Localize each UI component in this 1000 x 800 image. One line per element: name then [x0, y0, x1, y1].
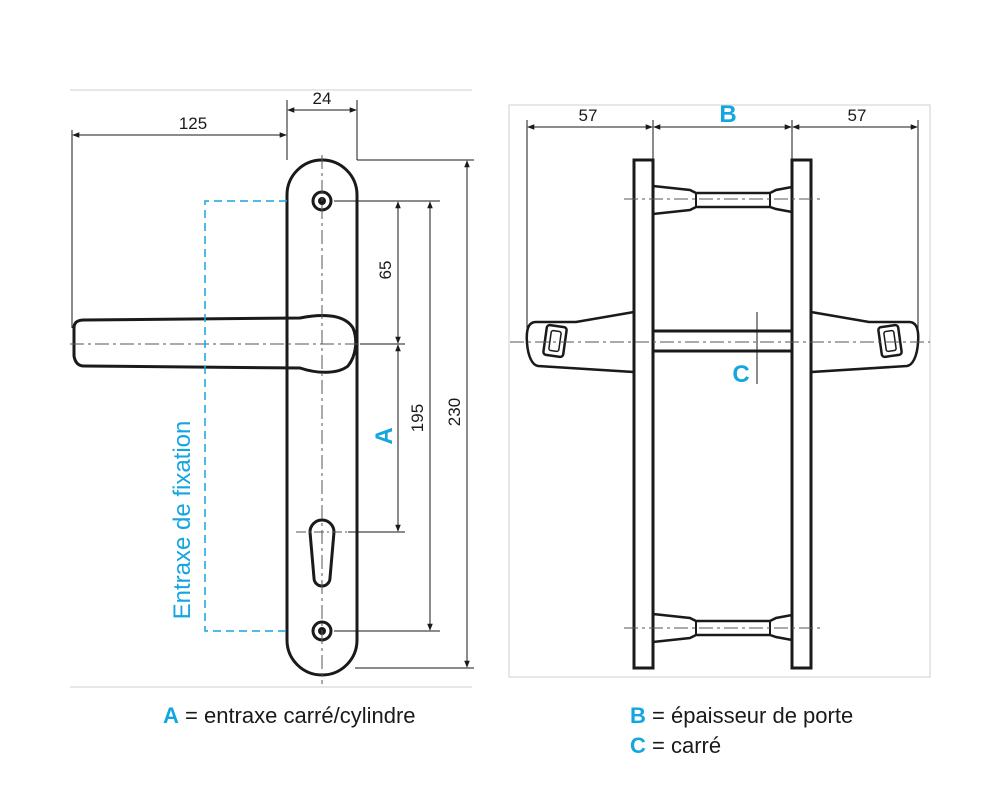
- legend-text-c: = carré: [652, 733, 722, 758]
- right-handle-end: [809, 310, 920, 374]
- dim-label-65: 65: [376, 261, 395, 280]
- cylinder-hole: [308, 518, 336, 588]
- dim-label-24: 24: [313, 89, 332, 108]
- legend-text-a: = entraxe carré/cylindre: [185, 703, 416, 728]
- dim-label-57-right: 57: [848, 106, 867, 125]
- label-b: B: [719, 101, 736, 128]
- label-entraxe-fixation: Entraxe de fixation: [169, 421, 196, 620]
- legend-text-b: = épaisseur de porte: [652, 703, 854, 728]
- fixation-bracket: [204, 200, 287, 632]
- legend-key-c: C: [630, 733, 646, 758]
- legend-b: B = épaisseur de porte: [630, 703, 853, 729]
- label-c: C: [732, 361, 749, 388]
- legend-c: C = carré: [630, 733, 721, 759]
- dim-label-125: 125: [179, 114, 207, 133]
- legend-key-b: B: [630, 703, 646, 728]
- dim-label-230: 230: [445, 398, 464, 426]
- right-plate: [790, 158, 813, 670]
- dim-label-57-left: 57: [579, 106, 598, 125]
- left-handle-end: [525, 310, 636, 374]
- top-bolt: [651, 184, 794, 216]
- right-view: 57 57 B C: [508, 101, 931, 678]
- legend-a: A = entraxe carré/cylindre: [163, 703, 416, 729]
- label-a: A: [371, 427, 398, 444]
- left-plate: [632, 158, 655, 670]
- square-bar: [651, 329, 794, 353]
- handle-lever: [72, 314, 358, 374]
- legend-key-a: A: [163, 703, 179, 728]
- dim-label-195: 195: [408, 404, 427, 432]
- left-view: 125 24 65 195 230 A Entraxe de fixation: [70, 89, 474, 688]
- bottom-bolt: [651, 612, 794, 644]
